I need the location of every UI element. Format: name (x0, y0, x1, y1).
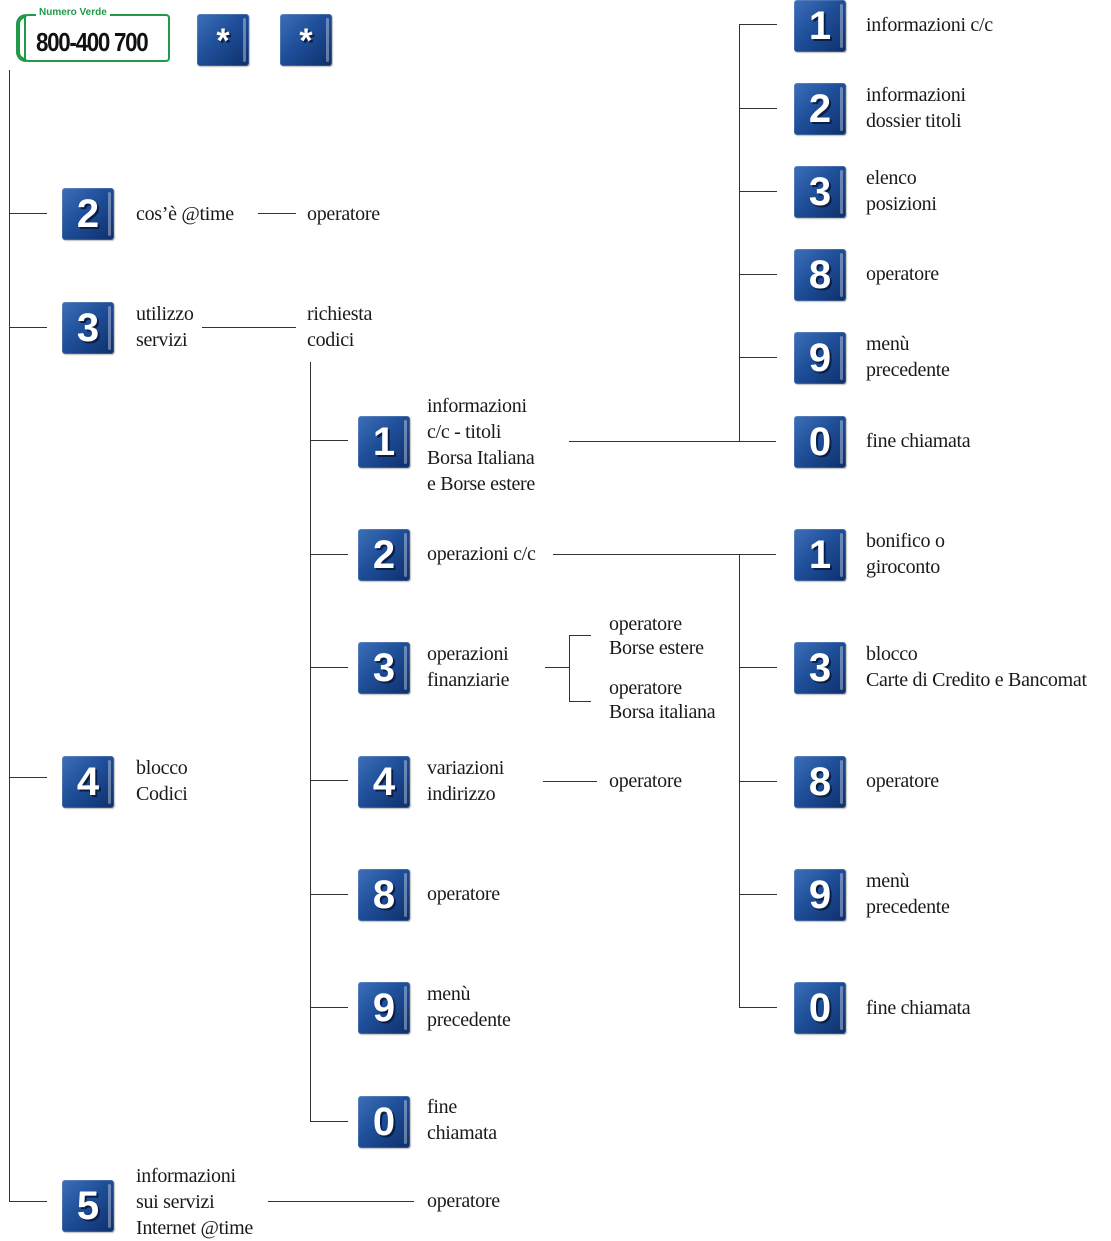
key-3-codici: 3 (358, 642, 410, 694)
codici-item-label: operazioni c/c (427, 543, 536, 565)
info-item-label: menù precedente (866, 333, 950, 381)
main-item-next: operatore (427, 1190, 500, 1212)
key-1-operazioni: 1 (794, 529, 846, 581)
main-item-next: richiesta codici (307, 303, 373, 351)
operazioni-trunk-line (739, 554, 740, 1007)
key-2-main: 2 (62, 188, 114, 240)
connector (569, 441, 776, 442)
connector (739, 274, 777, 275)
key-0-info: 0 (794, 416, 846, 468)
codici-item-label: operatore (427, 883, 500, 905)
operazioni-item-label: operatore (866, 770, 939, 792)
phone-handset-icon (16, 14, 26, 62)
operazioni-item-label: fine chiamata (866, 997, 971, 1019)
key-5-main: 5 (62, 1180, 114, 1232)
key-8-info: 8 (794, 249, 846, 301)
key-4-codici: 4 (358, 756, 410, 808)
connector (739, 667, 777, 668)
connector (9, 1201, 47, 1202)
key-8-codici: 8 (358, 869, 410, 921)
info-item-label: fine chiamata (866, 430, 971, 452)
codici-item-next: operatore (609, 770, 682, 792)
key-9-info: 9 (794, 332, 846, 384)
connector (543, 781, 597, 782)
key-0-codici: 0 (358, 1096, 410, 1148)
main-item-label: cos’è @time (136, 203, 234, 225)
connector (310, 1007, 348, 1008)
connector (739, 781, 777, 782)
connector (310, 894, 348, 895)
info-item-label: elenco posizioni (866, 167, 937, 215)
connector (310, 554, 348, 555)
info-trunk-line (739, 24, 740, 441)
key-4-main: 4 (62, 756, 114, 808)
connector (268, 1201, 414, 1202)
connector (553, 554, 776, 555)
branch-label: operatore Borsa italiana (609, 677, 716, 723)
connector (545, 667, 569, 668)
connector (310, 667, 348, 668)
codici-item-label: informazioni c/c - titoli Borsa Italiana… (427, 395, 535, 495)
main-item-label: blocco Codici (136, 757, 188, 805)
main-item-label: informazioni sui servizi Internet @time (136, 1165, 253, 1239)
connector (569, 635, 591, 636)
connector (739, 24, 777, 25)
branch-label: operatore Borse estere (609, 613, 704, 659)
key-1-codici: 1 (358, 416, 410, 468)
connector (310, 780, 348, 781)
codici-item-label: operazioni finanziarie (427, 643, 510, 691)
operazioni-item-label: bonifico o giroconto (866, 530, 945, 578)
numero-verde-label: Numero Verde (36, 7, 110, 19)
connector (310, 1121, 348, 1122)
key-9-codici: 9 (358, 982, 410, 1034)
connector (9, 213, 47, 214)
key-8-operazioni: 8 (794, 756, 846, 808)
star-key-1: * (197, 14, 249, 66)
main-item-next: operatore (307, 203, 380, 225)
connector (739, 108, 777, 109)
connector (202, 327, 296, 328)
connector (739, 894, 777, 895)
codici-trunk-line (310, 362, 311, 1122)
key-3-operazioni: 3 (794, 642, 846, 694)
connector (739, 1007, 777, 1008)
connector (739, 357, 777, 358)
codici-item-label: menù precedente (427, 983, 511, 1031)
info-item-label: operatore (866, 263, 939, 285)
connector (9, 777, 47, 778)
connector (258, 213, 296, 214)
key-9-operazioni: 9 (794, 869, 846, 921)
main-item-label: utilizzo servizi (136, 303, 194, 351)
main-trunk-line (9, 70, 10, 1201)
phone-number: 800-400 700 (36, 27, 149, 57)
info-item-label: informazioni dossier titoli (866, 84, 966, 132)
key-3-info: 3 (794, 166, 846, 218)
branch-line (569, 635, 570, 701)
operazioni-item-label: menù precedente (866, 870, 950, 918)
key-1-info: 1 (794, 0, 846, 52)
connector (9, 327, 47, 328)
key-2-codici: 2 (358, 529, 410, 581)
connector (569, 701, 591, 702)
connector (739, 191, 777, 192)
key-0-operazioni: 0 (794, 982, 846, 1034)
connector (310, 440, 348, 441)
codici-item-label: variazioni indirizzo (427, 757, 504, 805)
key-2-info: 2 (794, 83, 846, 135)
codici-item-label: fine chiamata (427, 1096, 497, 1144)
key-3-main: 3 (62, 302, 114, 354)
info-item-label: informazioni c/c (866, 14, 993, 36)
operazioni-item-label: blocco Carte di Credito e Bancomat (866, 643, 1087, 691)
numero-verde-badge: Numero Verde 800-400 700 (14, 7, 172, 64)
star-key-2: * (280, 14, 332, 66)
